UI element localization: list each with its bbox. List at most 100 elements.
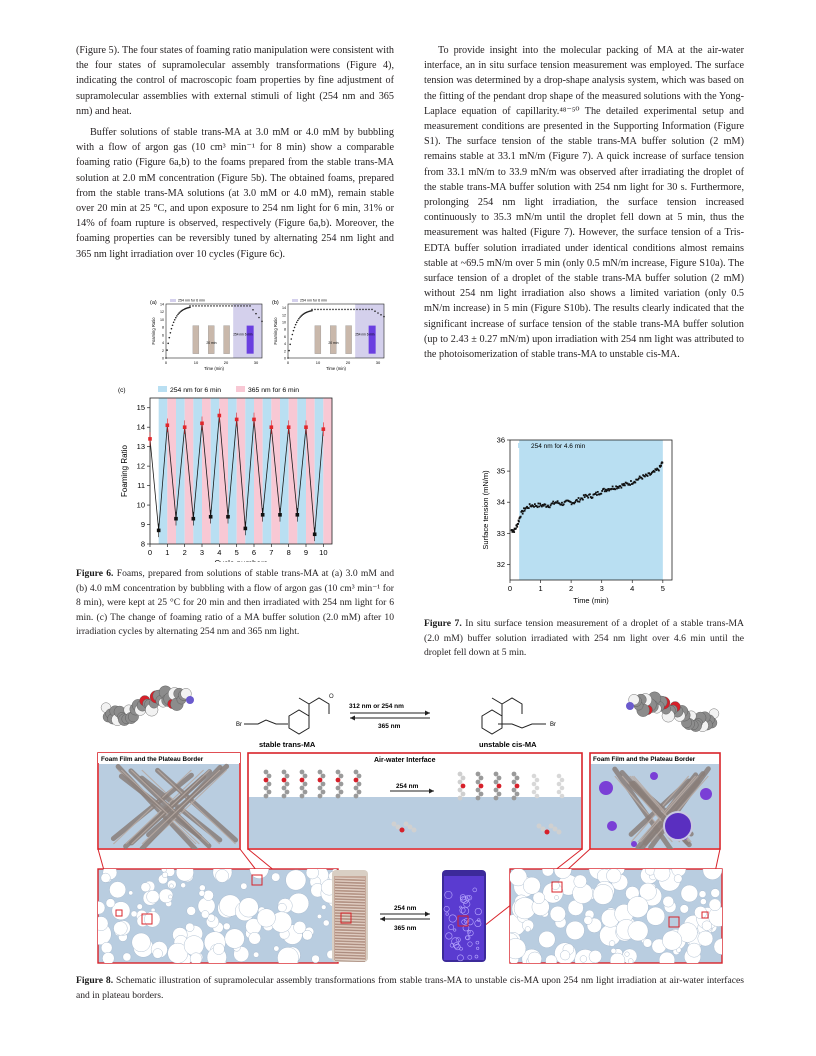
fig7-point xyxy=(657,468,659,471)
svg-text:O: O xyxy=(329,694,334,700)
vial-foam-line xyxy=(334,949,366,951)
interface-atom xyxy=(511,787,517,793)
vial-bubble xyxy=(459,905,462,909)
interface-atom xyxy=(475,795,481,801)
vial-bubble xyxy=(457,954,464,962)
fig7-point xyxy=(520,510,523,513)
fig7-point xyxy=(516,525,519,528)
fig7-point xyxy=(587,496,590,499)
fig7-point xyxy=(607,488,610,490)
fig7-point xyxy=(528,503,531,506)
bubble xyxy=(579,955,587,963)
interface-atom xyxy=(353,777,359,783)
fig7-point xyxy=(591,496,594,499)
insetB-point xyxy=(356,308,358,311)
fig7-point xyxy=(538,505,541,508)
vial-bubble xyxy=(467,941,473,947)
fig6c-ytick-label: 15 xyxy=(137,403,145,412)
vial-foam-line xyxy=(334,951,366,954)
figure8-caption: Figure 8. Schematic illustration of supr… xyxy=(76,974,744,1003)
fig7-point xyxy=(531,504,534,507)
bubble xyxy=(700,898,707,905)
unstable-cis-label: unstable cis-MA xyxy=(479,740,537,749)
vial-bubble xyxy=(467,954,473,960)
fig7-point xyxy=(595,491,597,494)
insetA-point xyxy=(167,342,169,345)
fig7-point xyxy=(611,485,614,488)
fig6c-ytick-label: 10 xyxy=(137,501,145,510)
fig7-point xyxy=(552,500,555,503)
insetB-point xyxy=(335,308,337,311)
insetA-vial-uv xyxy=(246,325,254,354)
fig7-point xyxy=(547,504,549,507)
fig7-point xyxy=(544,503,547,506)
vial-foam-line xyxy=(334,880,366,883)
insetA-point xyxy=(177,313,179,316)
fig7-point xyxy=(604,488,607,491)
vial-foam-line xyxy=(334,923,366,926)
bubble xyxy=(131,932,151,952)
space-filling-model-right xyxy=(626,691,720,732)
bubble xyxy=(583,915,593,925)
insetA-point xyxy=(172,321,175,324)
insetA-point xyxy=(170,327,173,330)
vial-foam-line xyxy=(334,929,366,932)
bubble xyxy=(102,952,115,963)
fig6c-legend-254: 254 nm for 6 min xyxy=(170,387,221,394)
fig7-point xyxy=(511,529,513,531)
interface-atom xyxy=(317,785,323,791)
interface-atom xyxy=(457,787,463,793)
fig7-point xyxy=(640,476,643,479)
bubble xyxy=(592,884,614,905)
fig7-point xyxy=(583,496,586,498)
vial-foam-line xyxy=(334,895,366,898)
bubble xyxy=(248,932,261,945)
vial-foam-line xyxy=(334,925,366,927)
fig7-shaded-band xyxy=(519,440,663,580)
stable-trans-label: stable trans-MA xyxy=(259,740,316,749)
dissolved-cis xyxy=(411,827,417,833)
right-paragraph-1: To provide insight into the molecular pa… xyxy=(424,45,744,361)
insetB-point xyxy=(383,315,385,318)
bubble xyxy=(305,869,319,880)
insetB-point xyxy=(338,308,340,311)
insetB-ylabel: Foaming Ratio xyxy=(273,317,278,345)
fig7-point xyxy=(623,482,625,485)
fig6c-point xyxy=(182,425,187,429)
insetA-xtick-label: 0 xyxy=(165,360,168,365)
vial-bubble xyxy=(465,935,471,941)
vial-bubble xyxy=(462,924,470,932)
fig7-point xyxy=(553,502,556,505)
insetB-point xyxy=(380,314,382,316)
fig7-point xyxy=(549,504,552,507)
vial-foam-line xyxy=(334,901,366,904)
interface-atom xyxy=(460,791,466,797)
fig6c-point xyxy=(304,425,308,429)
insetB-point xyxy=(298,317,300,320)
arrow-top-forward-label: 312 nm or 254 nm xyxy=(349,703,404,710)
vial-foam-line xyxy=(334,908,366,911)
fig6c-point xyxy=(278,513,282,517)
fig7-point xyxy=(546,505,549,508)
fig7-point xyxy=(575,498,578,501)
interface-atom xyxy=(338,789,344,795)
fig6c-point xyxy=(269,425,274,429)
interface-atom-cis xyxy=(531,773,537,779)
fiber xyxy=(648,766,711,849)
fig7-point xyxy=(605,490,608,493)
interface-atom xyxy=(281,785,287,791)
fig7-point xyxy=(617,487,620,489)
bubble xyxy=(311,954,320,963)
insetB-point xyxy=(289,343,291,346)
insetA-point xyxy=(175,316,177,319)
insetA-ytick-label: 10 xyxy=(160,318,164,322)
fig7-point xyxy=(650,473,652,475)
insetA-ytick-label: 12 xyxy=(160,310,164,314)
fig7-point xyxy=(589,496,592,498)
insetA-xlabel: Time (min) xyxy=(204,366,224,371)
interface-molecules xyxy=(263,769,565,835)
insetB-vial xyxy=(345,325,352,354)
vial-foam-line xyxy=(334,944,366,947)
fig6c-point xyxy=(295,513,300,517)
